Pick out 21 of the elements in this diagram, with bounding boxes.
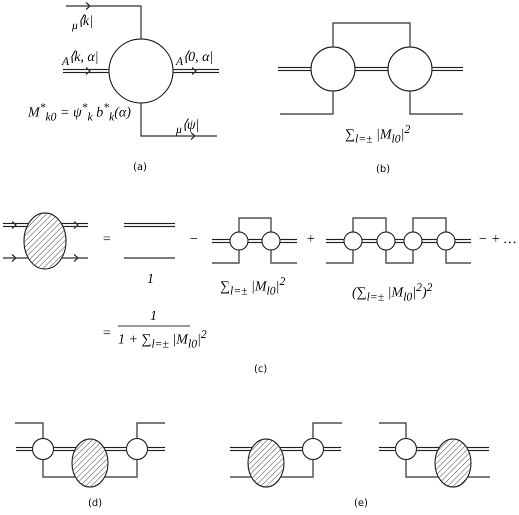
state-label: $_{A}$⟨0, α|	[176, 50, 214, 69]
panel-label: (b)	[376, 164, 390, 175]
fraction-denominator: 1 + ∑$_{l=±}$ |M$_{l0}$|$^{2}$	[118, 329, 207, 352]
sum-formula: (∑$_{l=±}$ |M$_{l0}$|$^{2}$)$^{2}$	[352, 282, 432, 304]
term-label: 1	[147, 272, 154, 288]
sum-formula: ∑$_{l=±}$ |M$_{l0}$|$^{2}$	[345, 124, 410, 146]
panel-label: (d)	[88, 498, 102, 509]
equals-sign: =	[102, 232, 112, 248]
plus-sign: +	[306, 232, 316, 248]
state-label: $_{A}$⟨k, α|	[62, 50, 99, 69]
panel-label: (a)	[133, 162, 147, 173]
fraction-numerator: 1	[150, 309, 157, 324]
equals-sign: =	[102, 326, 112, 342]
state-label: $_{μ}$⟨ψ|	[176, 118, 200, 137]
panel-label: (c)	[254, 364, 268, 375]
panel-label: (e)	[354, 498, 368, 509]
minus-sign: −	[189, 232, 198, 248]
sum-formula: ∑$_{l=±}$ |M$_{l0}$|$^{2}$	[220, 276, 286, 298]
state-label: $_{μ}$⟨k|	[72, 14, 93, 33]
amplitude-formula: M$^{*}$$_{k0}$ = ψ$^{*}$$_{k}$ b$^{*}$$_{k}$(α)	[28, 102, 131, 124]
series-continuation: − + …	[478, 232, 516, 248]
